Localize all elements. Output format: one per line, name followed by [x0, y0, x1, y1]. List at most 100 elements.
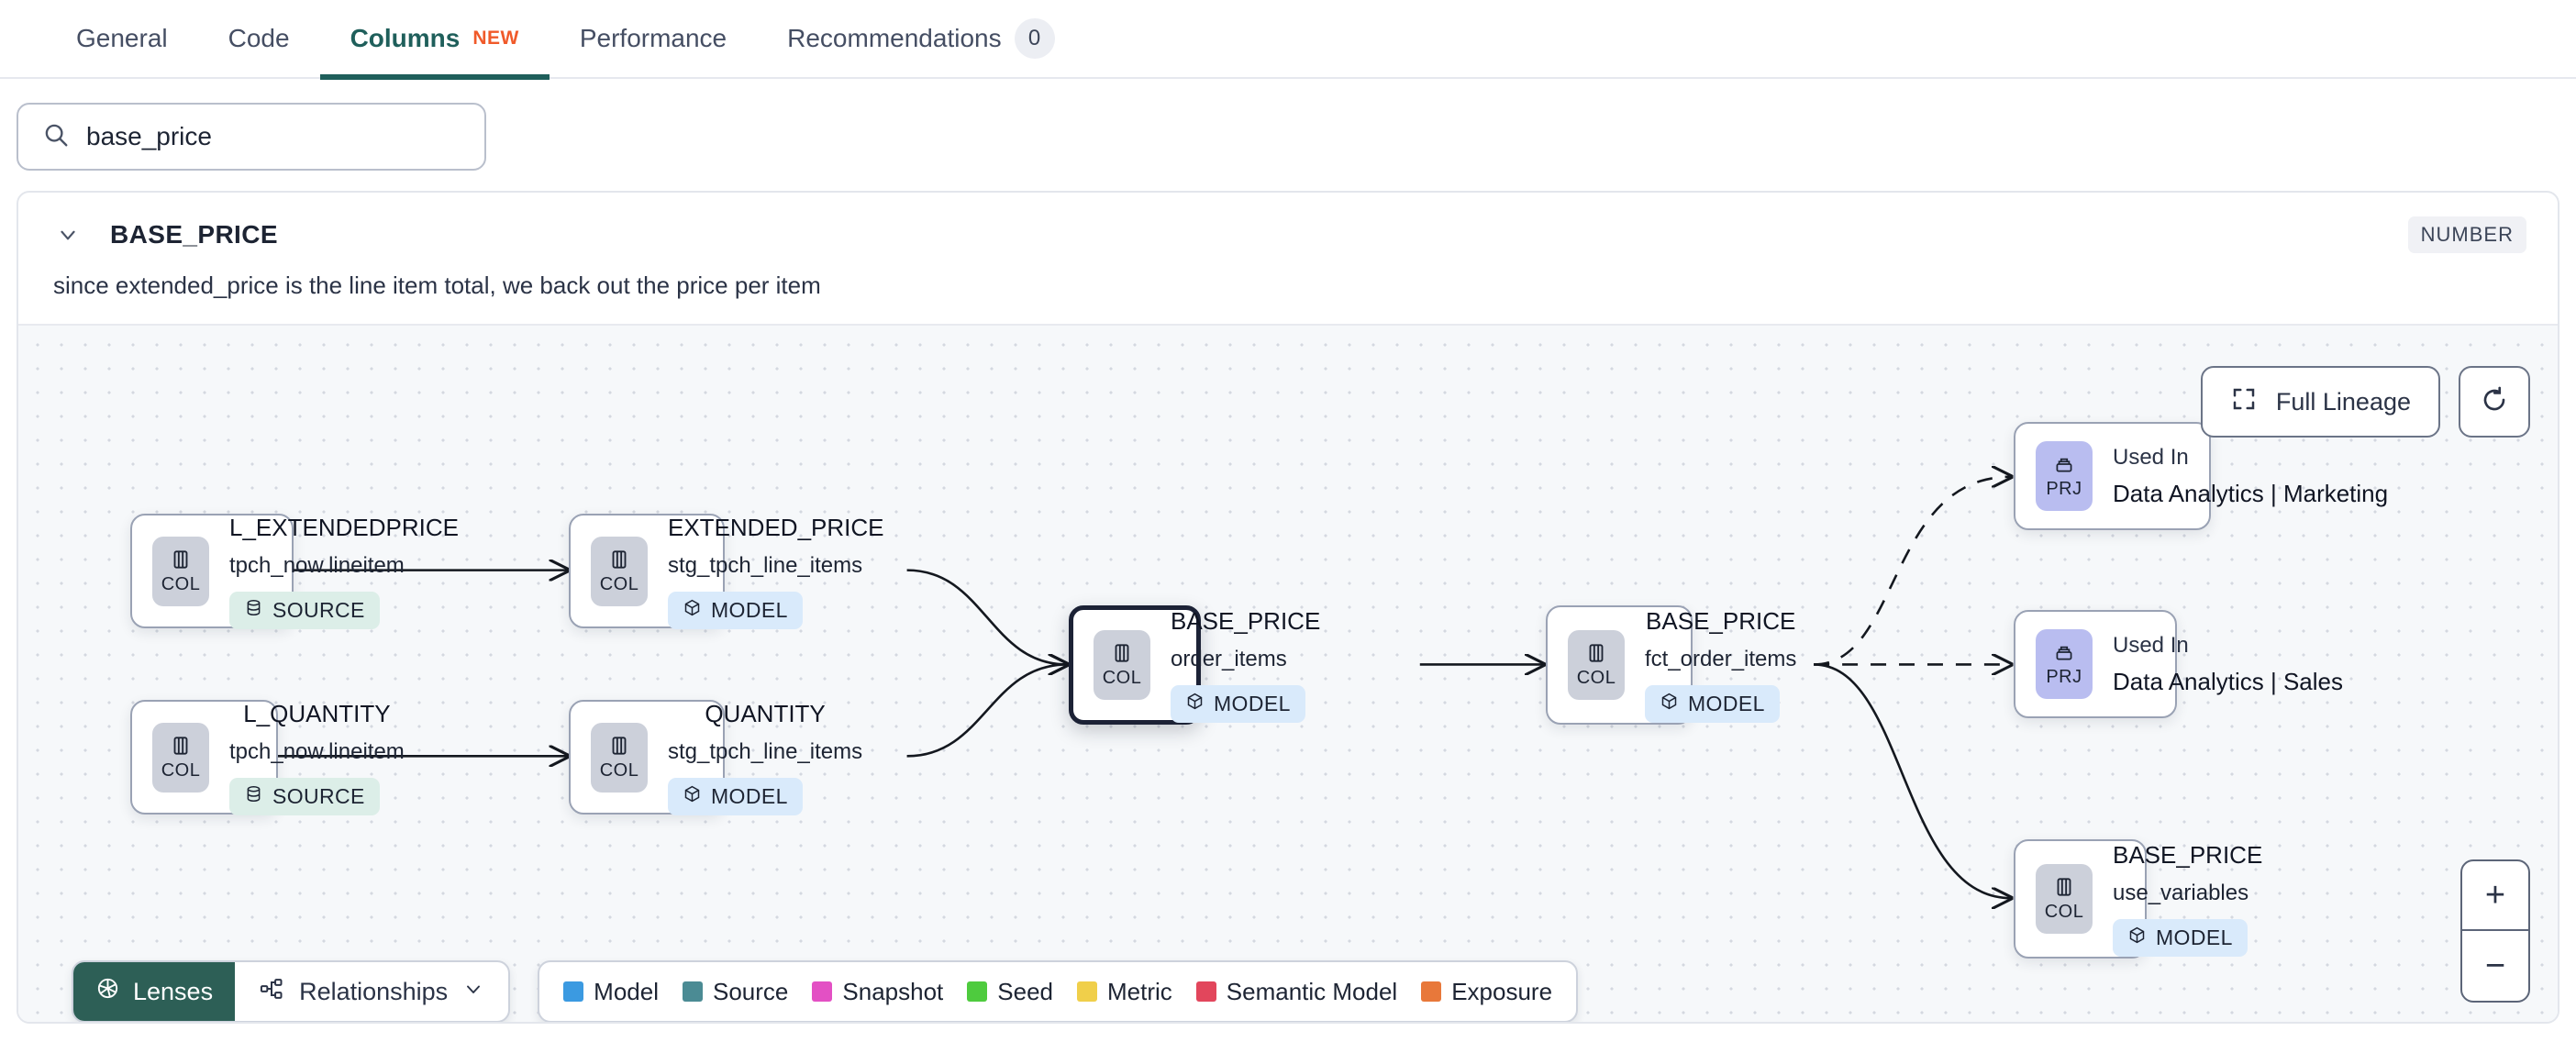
col-badge-label: COL — [161, 573, 201, 594]
lineage-node-l-quantity[interactable]: COL L_QUANTITY tpch_now.lineitem SOURCE — [130, 700, 405, 815]
node-subtitle: stg_tpch_line_items — [668, 552, 863, 578]
zoom-in-button[interactable]: + — [2462, 861, 2528, 931]
legend-label: Seed — [997, 977, 1053, 1005]
full-lineage-button[interactable]: Full Lineage — [2200, 366, 2440, 438]
node-kind-chip: MODEL — [1171, 685, 1305, 723]
legend-item-seed: Seed — [967, 978, 1053, 1006]
node-subtitle: fct_order_items — [1645, 647, 1797, 671]
tab-label: Performance — [579, 24, 727, 52]
collapse-chevron-icon[interactable] — [50, 216, 86, 253]
full-lineage-label: Full Lineage — [2275, 387, 2411, 416]
lineage-node-base-price-fct-order-items[interactable]: COL BASE_PRICE fct_order_items MODEL — [1546, 605, 1796, 725]
tab-new-badge: NEW — [472, 28, 519, 49]
column-type-badge: NUMBER — [2407, 216, 2526, 253]
legend-label: Snapshot — [842, 977, 944, 1005]
node-body: QUANTITY stg_tpch_line_items MODEL — [668, 700, 862, 815]
legend-label: Model — [594, 977, 659, 1005]
lineage-node-project-marketing[interactable]: PRJ Used In Data Analytics | Marketing — [2014, 422, 2388, 530]
tab-columns[interactable]: Columns NEW — [319, 0, 550, 80]
search-box[interactable] — [17, 103, 486, 171]
tab-recommendations[interactable]: Recommendations 0 — [757, 0, 1084, 78]
lineage-edges — [277, 326, 2558, 1024]
col-badge: COL — [152, 536, 209, 606]
lineage-legend: Model Source Snapshot Seed Metric — [538, 960, 1579, 1022]
prj-badge: PRJ — [2036, 441, 2093, 511]
recommendations-count-badge: 0 — [1014, 18, 1055, 59]
node-body: L_EXTENDEDPRICE tpch_now.lineitem SOURCE — [229, 514, 459, 629]
node-kind-label: MODEL — [711, 597, 788, 622]
node-body: BASE_PRICE use_variables MODEL — [2113, 841, 2262, 957]
col-badge-label: COL — [1576, 668, 1616, 688]
node-body: Used In Data Analytics | Marketing — [2113, 445, 2388, 508]
node-subtitle: stg_tpch_line_items — [668, 738, 863, 764]
lineage-node-l-extendedprice[interactable]: COL L_EXTENDEDPRICE tpch_now.lineitem SO… — [130, 514, 459, 629]
edge-extended-price-to-base-price — [906, 569, 1068, 665]
col-badge: COL — [2036, 864, 2093, 934]
node-subtitle: use_variables — [2113, 881, 2249, 905]
lenses-label: Lenses — [133, 977, 214, 1005]
column-card-header: BASE_PRICE NUMBER — [18, 193, 2558, 259]
node-kind-label: MODEL — [1688, 692, 1765, 715]
legend-swatch — [563, 981, 584, 1002]
legend-swatch — [1195, 981, 1216, 1002]
zoom-out-button[interactable]: − — [2484, 946, 2506, 985]
legend-label: Semantic Model — [1226, 977, 1398, 1005]
page-title: BASE_PRICE — [110, 220, 278, 249]
col-badge-label: COL — [161, 759, 201, 781]
search-input[interactable] — [86, 122, 461, 151]
cube-icon — [683, 598, 702, 623]
refresh-icon — [2480, 385, 2509, 419]
node-kind-label: MODEL — [711, 783, 788, 808]
legend-label: Metric — [1107, 977, 1172, 1005]
tab-label: General — [76, 24, 168, 52]
column-description: since extended_price is the line item to… — [53, 272, 821, 299]
node-kind-label: MODEL — [2156, 926, 2233, 949]
node-subtitle: tpch_now.lineitem — [229, 552, 405, 578]
legend-swatch — [1077, 981, 1097, 1002]
relationships-label: Relationships — [299, 977, 449, 1005]
cube-icon — [2127, 926, 2147, 950]
tab-general[interactable]: General — [46, 0, 198, 78]
lineage-node-base-price-use-variables[interactable]: COL BASE_PRICE use_variables MODEL — [2014, 839, 2262, 959]
lineage-node-base-price-order-items[interactable]: COL BASE_PRICE order_items MODEL — [1069, 605, 1320, 725]
node-name: QUANTITY — [705, 699, 826, 727]
cube-icon — [1185, 692, 1205, 716]
node-body: Used In Data Analytics | Sales — [2113, 633, 2343, 696]
project-name: Data Analytics | Marketing — [2113, 479, 2389, 507]
hierarchy-icon — [259, 976, 284, 1008]
database-icon — [244, 784, 263, 809]
tab-bar: General Code Columns NEW Performance Rec… — [0, 0, 2576, 80]
col-badge: COL — [591, 722, 648, 793]
node-name: L_QUANTITY — [243, 699, 391, 727]
col-badge-label: COL — [599, 759, 639, 781]
node-kind-label: SOURCE — [272, 783, 365, 808]
canvas-bottom-toolbar: Lenses Relationships — [72, 960, 1579, 1022]
lineage-node-quantity[interactable]: COL QUANTITY stg_tpch_line_items MODEL — [569, 700, 862, 815]
project-name: Data Analytics | Sales — [2113, 667, 2343, 695]
tab-code[interactable]: Code — [198, 0, 320, 78]
lineage-node-extended-price[interactable]: COL EXTENDED_PRICE stg_tpch_line_items M… — [569, 514, 884, 629]
node-kind-chip: MODEL — [1645, 685, 1780, 723]
lenses-button[interactable]: Lenses — [73, 962, 236, 1021]
lineage-node-project-sales[interactable]: PRJ Used In Data Analytics | Sales — [2014, 610, 2343, 718]
col-badge-label: COL — [599, 573, 639, 594]
col-badge: COL — [152, 722, 209, 793]
column-card: BASE_PRICE NUMBER since extended_price i… — [17, 191, 2559, 1024]
used-in-label: Used In — [2113, 632, 2189, 658]
refresh-button[interactable] — [2459, 366, 2530, 438]
edge-quantity-to-base-price — [906, 664, 1068, 758]
col-badge: COL — [591, 536, 648, 606]
tab-label: Code — [228, 24, 290, 52]
legend-item-exposure: Exposure — [1421, 978, 1552, 1006]
chevron-down-icon — [462, 978, 484, 1006]
relationships-dropdown[interactable]: Relationships — [235, 962, 508, 1021]
node-name: BASE_PRICE — [1171, 607, 1321, 635]
col-badge: COL — [1094, 630, 1150, 700]
lenses-relationships-group: Lenses Relationships — [72, 960, 511, 1022]
legend-label: Source — [713, 977, 789, 1005]
tab-performance[interactable]: Performance — [550, 0, 757, 78]
node-body: EXTENDED_PRICE stg_tpch_line_items MODEL — [668, 514, 884, 629]
lineage-canvas[interactable]: COL L_EXTENDEDPRICE tpch_now.lineitem SO… — [18, 324, 2558, 1024]
legend-item-metric: Metric — [1077, 978, 1172, 1006]
col-badge: COL — [1568, 630, 1625, 700]
